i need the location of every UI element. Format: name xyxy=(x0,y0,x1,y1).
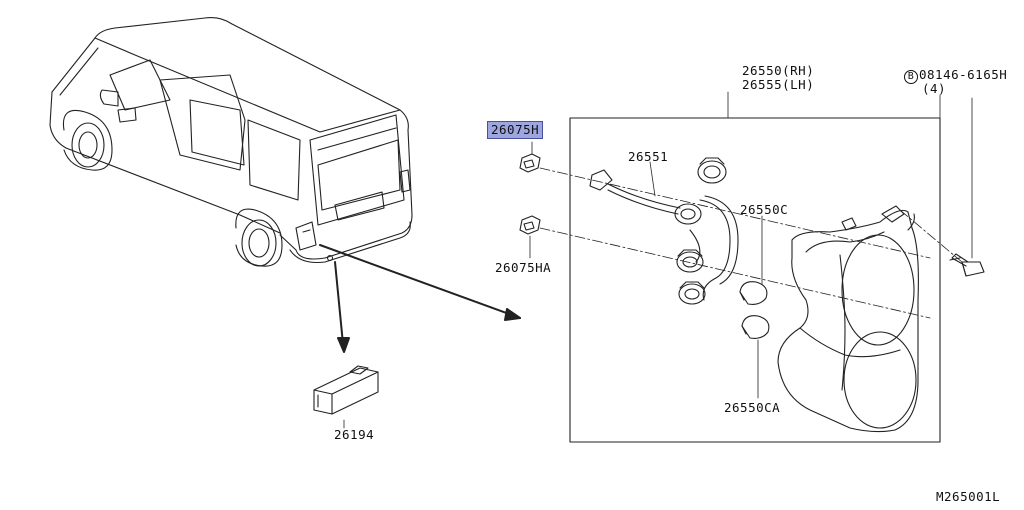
pointer-arrows xyxy=(319,244,521,353)
projection-lines xyxy=(539,167,963,319)
label-housing-lh: 26555(LH) xyxy=(742,77,815,92)
label-clip-alt: 26075HA xyxy=(495,260,552,275)
bolt-circle-icon: B xyxy=(904,70,918,84)
van-illustration xyxy=(49,17,413,267)
label-bulb-alt: 26550CA xyxy=(724,400,781,415)
label-bulb: 26550C xyxy=(740,202,789,217)
assembly-box xyxy=(569,117,941,443)
lamp-housing xyxy=(777,205,919,433)
label-bolt-number: 08146-6165H xyxy=(919,67,1008,82)
diagram-code: M265001L xyxy=(936,489,1001,504)
bulbs xyxy=(739,215,770,399)
bolt-drawing xyxy=(949,253,985,277)
label-harness: 26551 xyxy=(628,149,669,164)
wire-harness xyxy=(589,157,739,305)
label-housing-rh: 26550(RH) xyxy=(742,63,815,78)
license-lamp-drawing xyxy=(313,365,379,429)
label-bolt-qty: (4) xyxy=(922,81,947,96)
label-clip-highlighted[interactable]: 26075H xyxy=(487,121,544,139)
clip-parts xyxy=(519,141,541,259)
label-license-lamp: 26194 xyxy=(334,427,375,442)
